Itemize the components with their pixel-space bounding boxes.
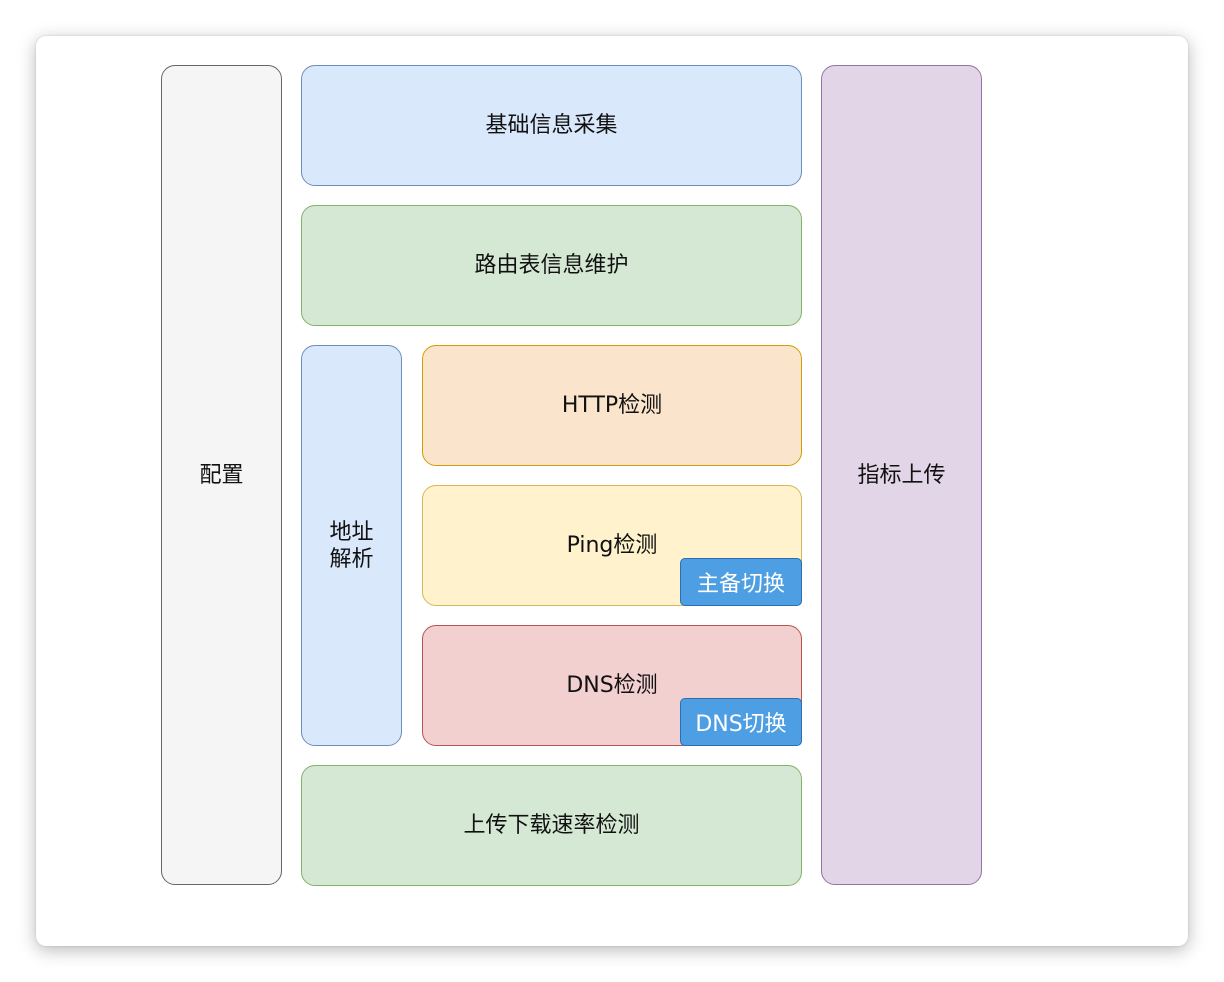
failover-label: 主备切换 [696, 572, 785, 597]
diagram-canvas: 配置 基础信息采集 路由表信息维护 地址 解析 HTTP检测 Ping检测 主备… [36, 36, 1188, 946]
speed-test-block: 上传下载速率检测 [301, 765, 802, 886]
failover-tag: 主备切换 [680, 558, 802, 606]
config-block: 配置 [161, 65, 282, 885]
basic-info-block: 基础信息采集 [301, 65, 802, 186]
http-check-label: HTTP检测 [561, 393, 663, 418]
speed-test-label: 上传下载速率检测 [463, 813, 640, 838]
routing-table-block: 路由表信息维护 [301, 205, 802, 326]
ping-check-block: Ping检测 [422, 485, 802, 606]
routing-table-label: 路由表信息维护 [474, 253, 629, 278]
ping-check-label: Ping检测 [566, 533, 658, 558]
address-resolution-block: 地址 解析 [301, 345, 402, 746]
basic-info-label: 基础信息采集 [485, 113, 618, 138]
config-label: 配置 [199, 462, 244, 488]
http-check-block: HTTP检测 [422, 345, 802, 466]
address-resolution-label: 地址 解析 [329, 519, 374, 572]
metric-upload-label: 指标上传 [857, 462, 946, 488]
dns-check-label: DNS检测 [566, 673, 658, 698]
dns-switch-tag: DNS切换 [680, 698, 802, 746]
dns-switch-label: DNS切换 [695, 712, 787, 737]
metric-upload-block: 指标上传 [821, 65, 982, 885]
